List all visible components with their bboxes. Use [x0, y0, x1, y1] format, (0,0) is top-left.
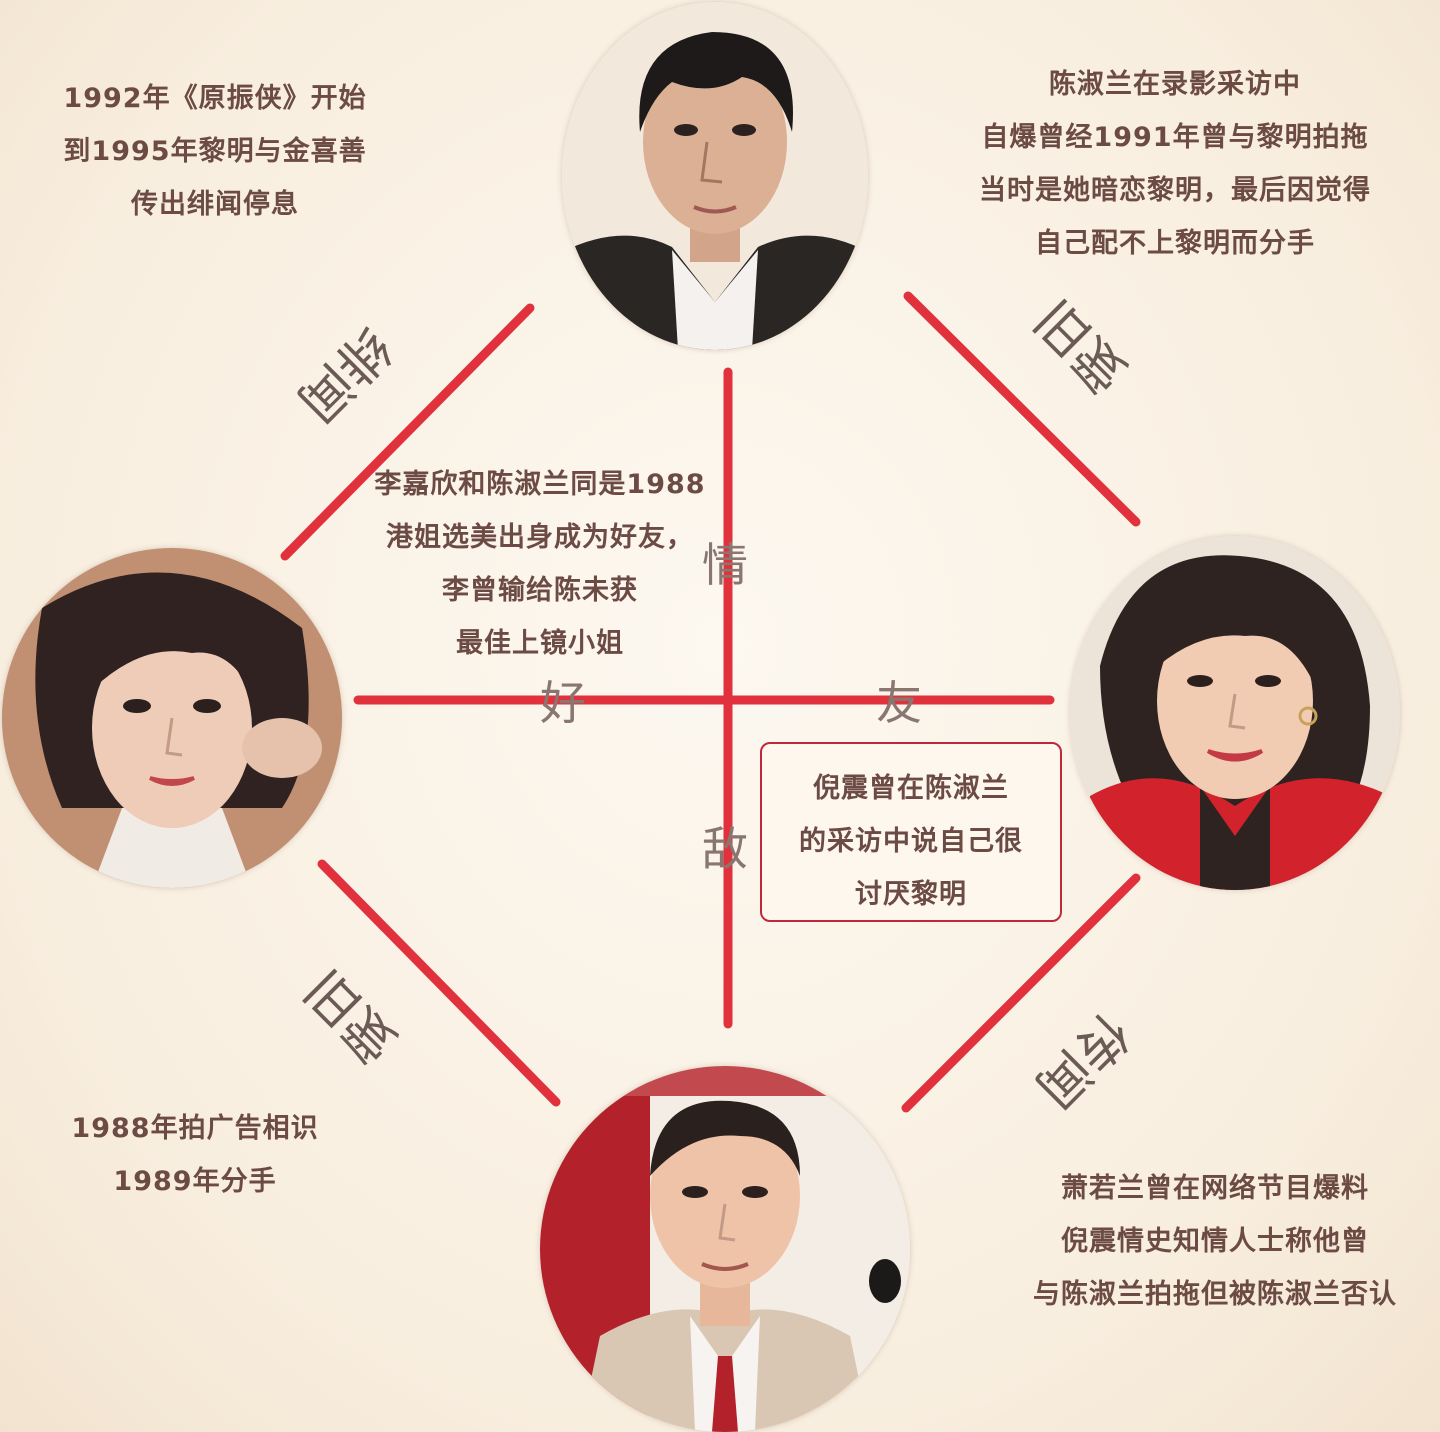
note-center: 李嘉欣和陈淑兰同是1988 港姐选美出身成为好友， 李曾输给陈未获 最佳上镜小姐: [340, 458, 740, 670]
note-top-right: 陈淑兰在录影采访中 自爆曾经1991年曾与黎明拍拖 当时是她暗恋黎明，最后因觉得…: [940, 58, 1410, 270]
center-label-friend: 友: [876, 676, 922, 730]
note-line: 到1995年黎明与金喜善: [63, 136, 367, 167]
line-bottom-right: [901, 873, 1141, 1113]
note-line: 1989年分手: [113, 1166, 277, 1197]
note-line: 最佳上镜小姐: [456, 628, 624, 659]
note-bottom-right: 萧若兰曾在网络节目爆料 倪震情史知情人士称他曾 与陈淑兰拍拖但被陈淑兰否认: [1000, 1162, 1430, 1321]
note-line: 倪震曾在陈淑兰: [813, 773, 1009, 804]
portrait-top: [562, 2, 868, 350]
portrait-bottom: [540, 1066, 910, 1432]
note-line: 传出绯闻停息: [131, 189, 299, 220]
note-line: 当时是她暗恋黎明，最后因觉得: [979, 175, 1371, 206]
note-line: 讨厌黎明: [855, 879, 967, 910]
center-label-love: 情: [702, 538, 748, 592]
note-top-left: 1992年《原振侠》开始 到1995年黎明与金喜善 传出绯闻停息: [30, 72, 400, 231]
note-bottom-left: 1988年拍广告相识 1989年分手: [40, 1102, 350, 1208]
note-line: 与陈淑兰拍拖但被陈淑兰否认: [1033, 1279, 1397, 1310]
note-line: 倪震情史知情人士称他曾: [1061, 1226, 1369, 1257]
center-label-enemy: 敌: [702, 822, 748, 876]
portrait-right: [1070, 536, 1400, 890]
note-line: 李曾输给陈未获: [442, 575, 638, 606]
note-line: 1992年《原振侠》开始: [63, 83, 367, 114]
note-line: 李嘉欣和陈淑兰同是1988: [374, 469, 706, 500]
line-bottom-left: [317, 859, 561, 1107]
note-line: 陈淑兰在录影采访中: [1049, 69, 1301, 100]
note-line: 港姐选美出身成为好友，: [386, 522, 694, 553]
line-top-right: [903, 291, 1141, 527]
note-callout: 倪震曾在陈淑兰 的采访中说自己很 讨厌黎明: [762, 744, 1060, 921]
note-line: 1988年拍广告相识: [71, 1113, 319, 1144]
note-line: 自爆曾经1991年曾与黎明拍拖: [981, 122, 1369, 153]
portrait-left: [2, 548, 342, 888]
center-label-good: 好: [540, 676, 586, 730]
line-top-left: [280, 303, 535, 561]
note-line: 萧若兰曾在网络节目爆料: [1061, 1173, 1369, 1204]
note-line: 的采访中说自己很: [799, 826, 1023, 857]
callout-box: 倪震曾在陈淑兰 的采访中说自己很 讨厌黎明: [760, 742, 1062, 922]
note-line: 自己配不上黎明而分手: [1035, 228, 1315, 259]
